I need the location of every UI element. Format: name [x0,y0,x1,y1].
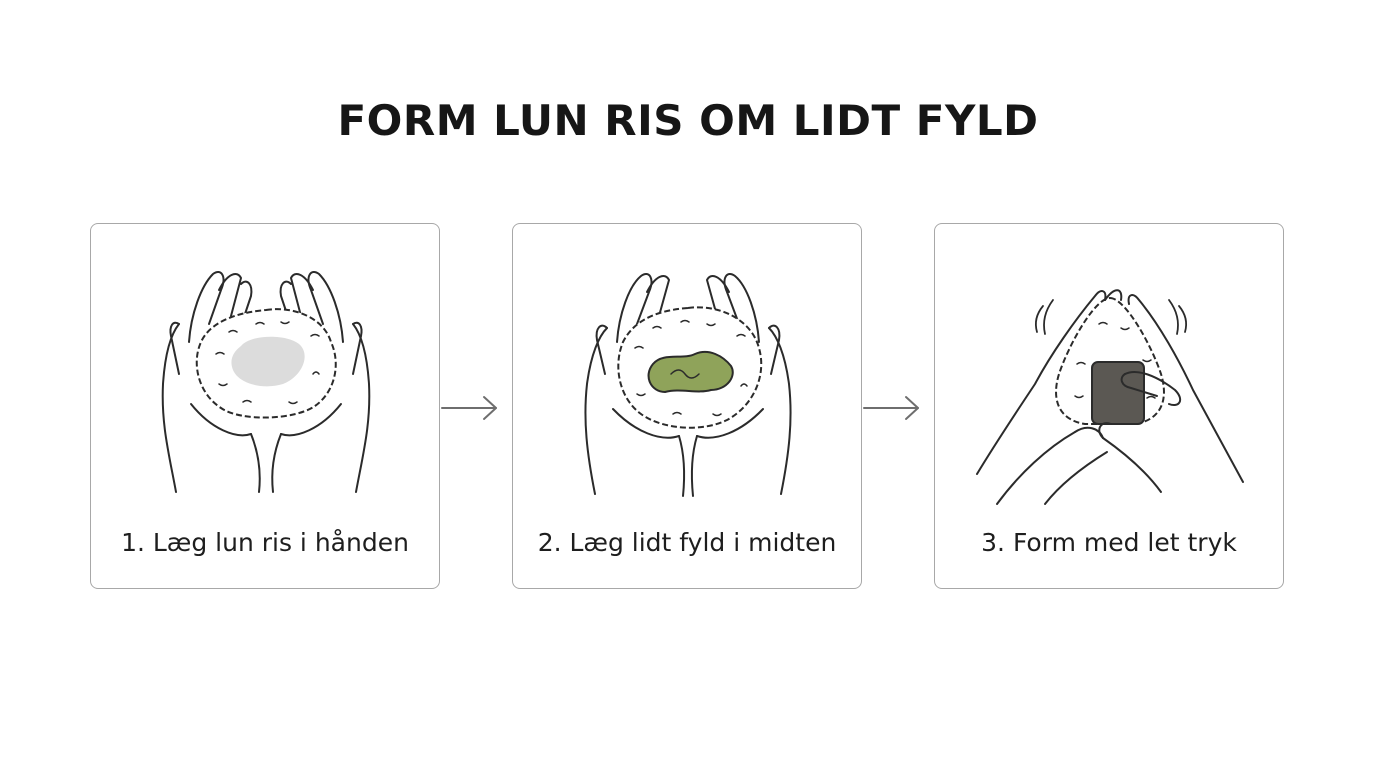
diagram-title: FORM LUN RIS OM LIDT FYLD [337,96,1039,145]
step-panel-2: 2. Læg lidt fyld i midten [512,223,862,589]
step-panel-3: 3. Form med let tryk [934,223,1284,589]
rice-with-filling-icon [584,273,792,497]
arrow-right-icon [441,396,497,420]
cupped-hands-rice-icon [161,271,371,493]
step-caption-2: 2. Læg lidt fyld i midten [537,528,837,557]
arrow-right-icon [863,396,919,420]
shaping-onigiri-icon [976,289,1244,505]
step-caption-1: 1. Læg lun ris i hånden [121,528,409,557]
step-panel-1: 1. Læg lun ris i hånden [90,223,440,589]
step-caption-3: 3. Form med let tryk [981,528,1237,557]
